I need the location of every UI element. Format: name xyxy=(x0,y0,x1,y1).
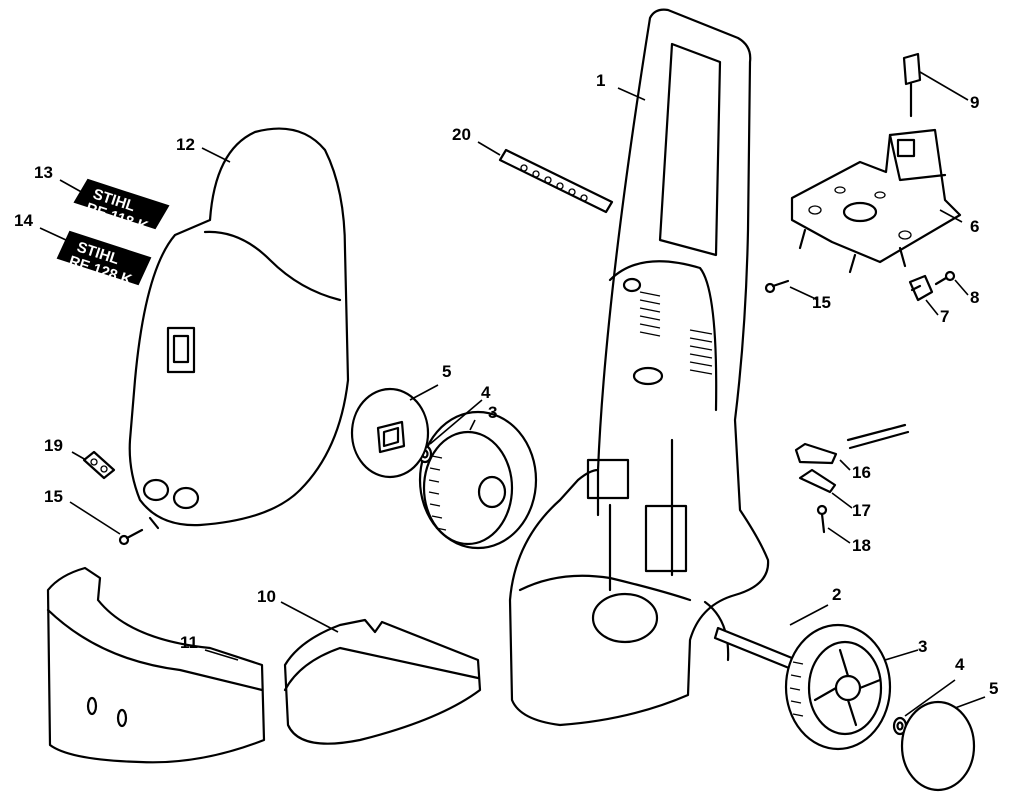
hose-connector xyxy=(794,423,910,465)
wheel-right xyxy=(784,623,892,751)
clip xyxy=(908,274,934,302)
label-14: 14 xyxy=(14,211,33,230)
label-11: 11 xyxy=(180,633,198,652)
label-7: 7 xyxy=(940,307,949,326)
part-labels: 1 2 3 3 4 4 5 5 6 7 8 9 10 11 12 13 14 1… xyxy=(14,71,998,698)
label-9: 9 xyxy=(970,93,979,112)
main-frame xyxy=(508,8,770,727)
label-17: 17 xyxy=(852,501,871,520)
switch-plate xyxy=(82,450,116,480)
label-15-right: 15 xyxy=(812,293,831,312)
screw-right xyxy=(764,279,790,294)
label-3-left: 3 xyxy=(488,403,497,422)
decal-model-b: STIHL RE 128 K xyxy=(56,230,152,289)
wheel-left xyxy=(418,410,538,550)
label-19: 19 xyxy=(44,436,63,455)
label-8: 8 xyxy=(970,288,979,307)
label-16: 16 xyxy=(852,463,871,482)
front-bumper xyxy=(46,566,266,764)
label-4-right: 4 xyxy=(955,655,965,674)
label-5-right: 5 xyxy=(989,679,998,698)
label-5-left: 5 xyxy=(442,362,451,381)
label-6: 6 xyxy=(970,217,979,236)
label-10: 10 xyxy=(257,587,276,606)
screw-small xyxy=(934,270,956,286)
bottom-plate xyxy=(283,618,482,745)
hook xyxy=(902,52,922,118)
label-2: 2 xyxy=(832,585,841,604)
label-13: 13 xyxy=(34,163,53,182)
label-20: 20 xyxy=(452,125,471,144)
label-1: 1 xyxy=(596,71,605,90)
label-3-right: 3 xyxy=(918,637,927,656)
hubcap-left xyxy=(350,387,430,479)
bracket xyxy=(798,468,837,494)
axle xyxy=(713,626,794,670)
screw-bottom xyxy=(816,504,828,534)
label-15-left: 15 xyxy=(44,487,63,506)
label-12: 12 xyxy=(176,135,195,154)
symbol-strip xyxy=(498,148,614,214)
label-4-left: 4 xyxy=(481,383,491,402)
hubcap-right xyxy=(900,700,976,792)
hose-holder xyxy=(790,128,962,274)
label-18: 18 xyxy=(852,536,871,555)
decal-model-a: STIHL RE 118 K xyxy=(73,178,170,236)
motor-hood xyxy=(128,127,350,530)
screw-left xyxy=(118,528,144,546)
leader-lines xyxy=(39,71,986,717)
